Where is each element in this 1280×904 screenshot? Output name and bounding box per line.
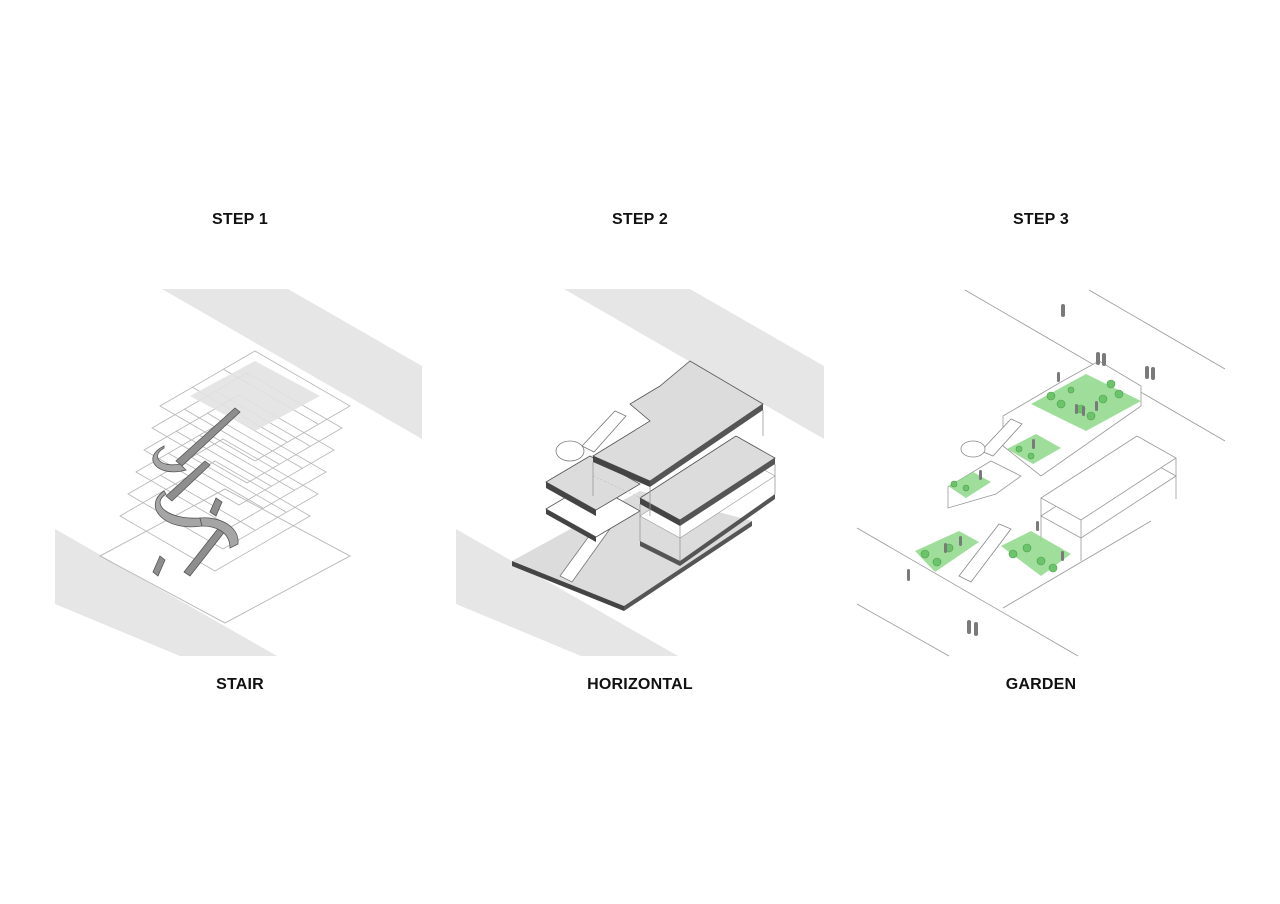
- panel-step-1: STEP 1: [40, 0, 440, 904]
- step-3-caption: GARDEN: [1005, 676, 1077, 693]
- step-1-caption: STAIR: [216, 676, 264, 693]
- roof-garden: [1031, 374, 1141, 431]
- people-figures: [907, 304, 1155, 636]
- ground-outline: [98, 488, 352, 624]
- step-2-title: STEP 2: [611, 211, 669, 228]
- void-shade: [190, 361, 320, 431]
- stair-diagram: [55, 289, 422, 656]
- terrace-garden: [1007, 434, 1061, 464]
- horizontal-diagram: [456, 289, 824, 656]
- step-2-caption: HORIZONTAL: [587, 676, 693, 693]
- step-3-title: STEP 3: [1012, 211, 1070, 228]
- stair-runs: [958, 418, 1023, 583]
- back-road: [162, 289, 422, 439]
- trees: [920, 379, 1124, 573]
- front-road: [456, 529, 678, 656]
- slab-top: [592, 360, 764, 516]
- front-road: [55, 529, 277, 656]
- stair-ribbon: [152, 407, 241, 577]
- step-1-title: STEP 1: [211, 211, 269, 228]
- garden-diagram: [856, 289, 1226, 657]
- panel-step-2: STEP 2: [440, 0, 840, 904]
- slab-middle: [639, 435, 776, 566]
- stair-runs: [555, 410, 627, 583]
- panel-step-3: STEP 3: [841, 0, 1241, 904]
